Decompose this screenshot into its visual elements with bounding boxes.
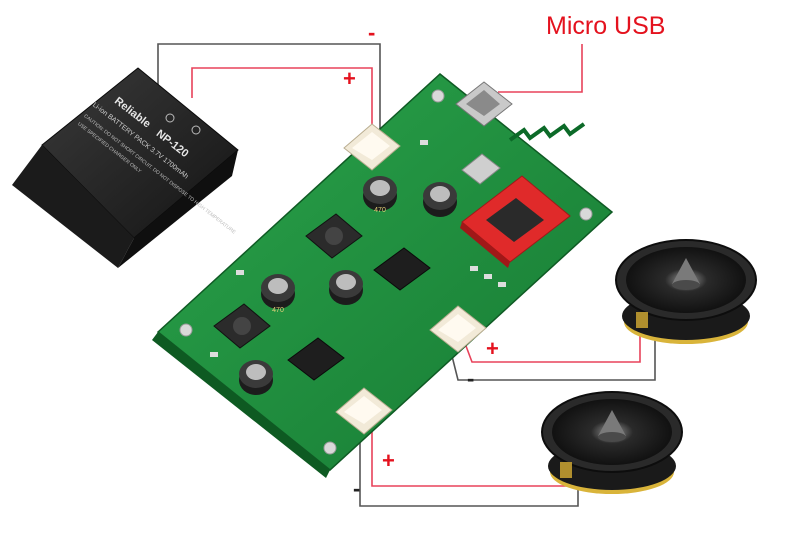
speaker2-positive-wire: [371, 424, 567, 487]
speaker1-negative-label: -: [467, 366, 475, 391]
capacitor-3-value: 470: [272, 307, 284, 314]
speaker1-connector: [429, 305, 487, 353]
battery-terminal-plus: [191, 125, 201, 135]
speaker2-negative-label: -: [353, 476, 361, 501]
bluetooth-module: [460, 175, 571, 268]
battery-negative-wire: [157, 43, 381, 135]
speaker-2: [541, 391, 683, 494]
speaker2-positive-label: +: [382, 448, 395, 473]
inductor-1: [305, 213, 363, 259]
speaker2-connector: [335, 387, 393, 435]
slide-switch: [461, 153, 501, 185]
inductor-2: [213, 303, 271, 349]
battery-terminal-minus: [165, 113, 175, 123]
battery-connector: [343, 123, 401, 171]
capacitor-2: [423, 182, 457, 217]
capacitor-1: 470: [363, 176, 397, 214]
amplifier-board: 470 470: [152, 73, 614, 478]
capacitor-5: [239, 360, 273, 395]
battery-positive-label: +: [343, 66, 356, 91]
speaker-1-terminals: [636, 312, 648, 328]
amplifier-ic-1: [373, 247, 431, 291]
speaker1-negative-wire: [447, 332, 656, 381]
speaker-1: [615, 239, 757, 344]
capacitor-3: 470: [261, 274, 295, 314]
micro-usb-port: [455, 81, 513, 127]
usb-pointer-line: [498, 44, 583, 93]
speaker1-positive-label: +: [486, 336, 499, 361]
capacitor-4: [329, 270, 363, 305]
battery-positive-wire: [191, 67, 373, 140]
battery-negative-label: -: [368, 20, 376, 45]
speaker-2-terminals: [560, 462, 572, 478]
smd-components: [210, 140, 506, 357]
amplifier-ic-2: [287, 337, 345, 381]
battery-pack: Reliable NP-120 Li-ion BATTERY PACK 3.7V…: [12, 67, 239, 268]
pcb-antenna: [508, 122, 586, 142]
capacitor-1-value: 470: [374, 207, 386, 214]
micro-usb-label: Micro USB: [546, 12, 666, 40]
